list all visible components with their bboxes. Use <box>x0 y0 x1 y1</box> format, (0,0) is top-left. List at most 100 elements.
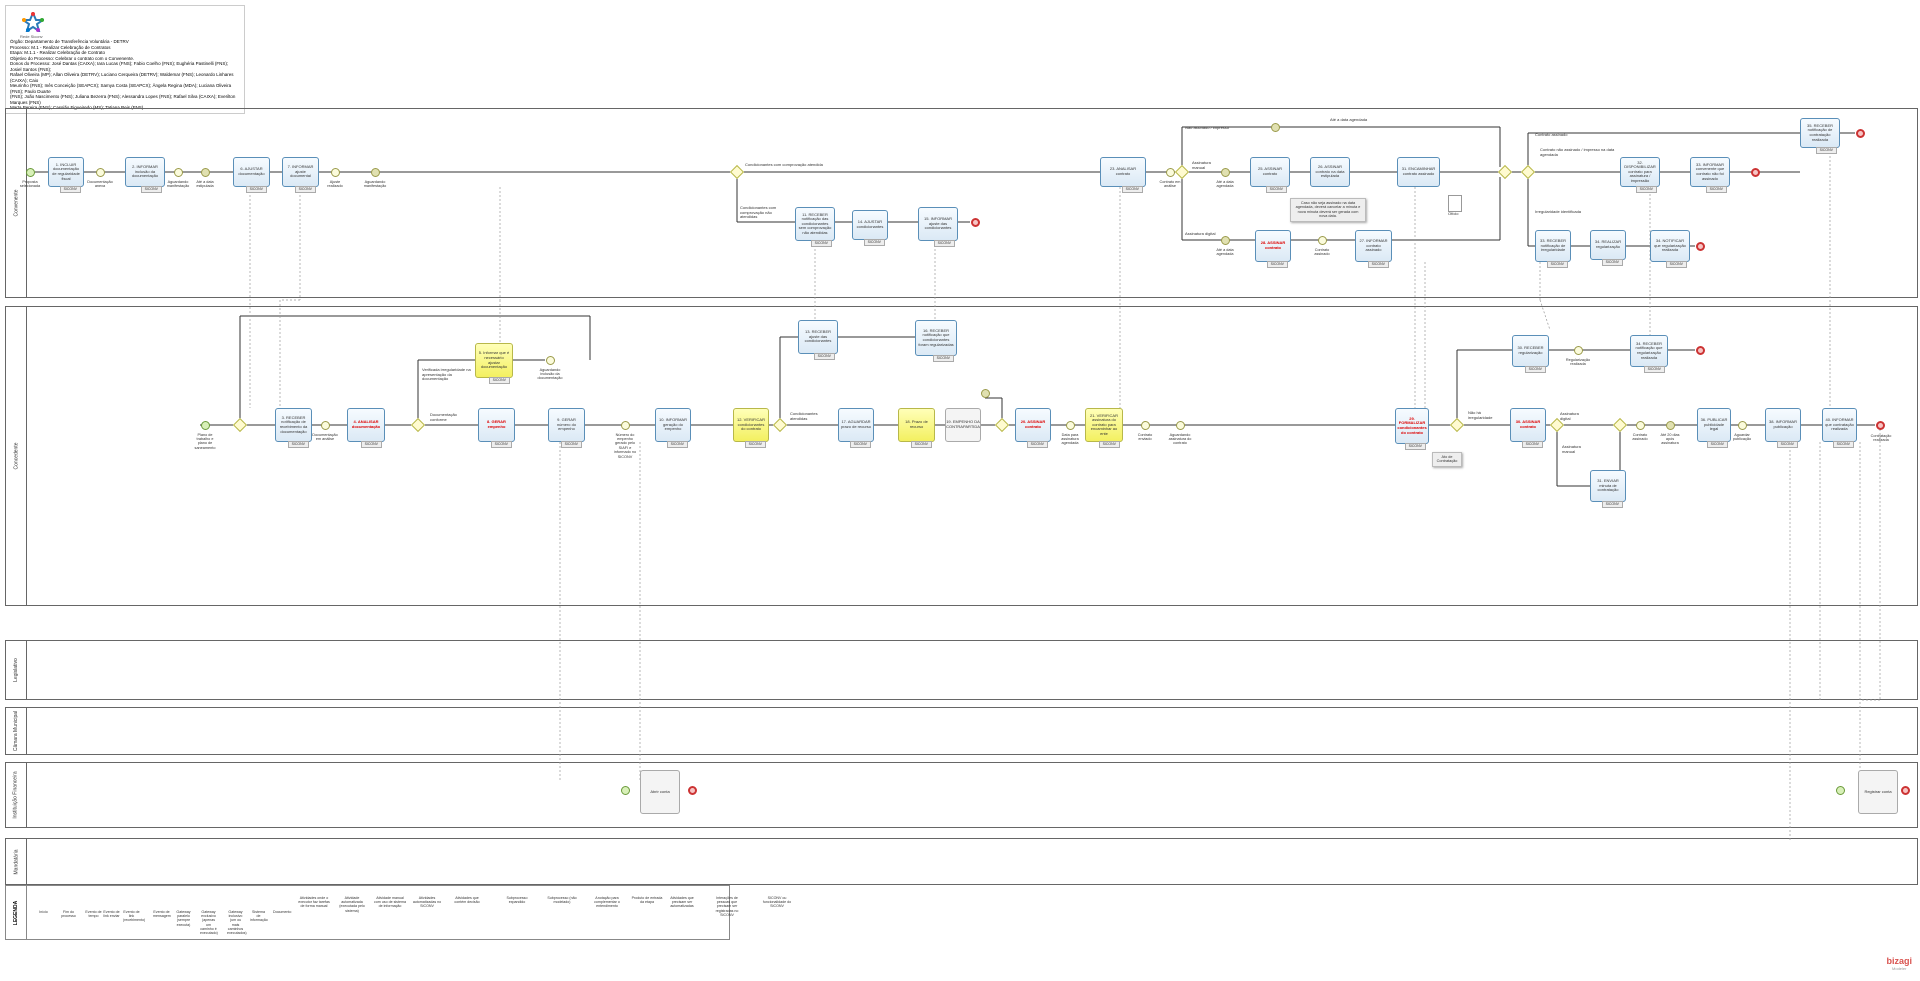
event-label: Contrato assinado <box>1314 247 1330 256</box>
task-19[interactable]: 3. RECEBER notificação de recebimento da… <box>275 408 312 448</box>
event-label: Aguardando manifestação <box>166 179 190 188</box>
task-13[interactable]: 35. RECEBER notificação de contratação r… <box>1800 118 1840 154</box>
event-label: Proposta selecionada <box>19 179 41 188</box>
task-14[interactable]: 32. DISPONIBILIZAR contrato para assinat… <box>1620 157 1660 193</box>
system-tag: SICONV <box>863 239 885 246</box>
task-33[interactable]: 29. FORMALIZAR condicionantes do contrat… <box>1395 408 1429 450</box>
task-label: 17. AGUARDAR prazo de recurso <box>841 419 872 429</box>
task-25[interactable]: 12. VERIFICAR condicionantes do contrato… <box>733 408 769 448</box>
task-15[interactable]: 33. INFORMAR convenente que contrato não… <box>1690 157 1730 193</box>
task-label: 30. RECEBER regularização <box>1517 345 1544 355</box>
task-41[interactable]: Abrir conta <box>640 770 680 814</box>
system-tag: SICONV <box>1643 366 1665 373</box>
legend-item: Documento <box>273 910 292 914</box>
end-event <box>1695 345 1705 355</box>
flow-label: Documentação conforme <box>430 412 457 422</box>
event-label: Documentação em análise <box>312 432 338 441</box>
pool-label: Mandatária <box>6 839 27 884</box>
end-event <box>687 785 697 795</box>
task-32[interactable]: 21. VERIFICAR assinatura do contrato par… <box>1085 408 1123 448</box>
legend-item: Atividades onde o executor faz tarefas d… <box>298 896 330 909</box>
task-label: 34. NOTIFICAR que regularização realizad… <box>1654 238 1686 253</box>
task-label: 8. GERAR empenho <box>487 419 506 429</box>
system-tag: SICONV <box>1705 186 1727 193</box>
legend-item: Evento de link enviar <box>103 910 120 919</box>
legend-title: LEGENDA <box>13 900 20 925</box>
task-4[interactable]: 11. RECEBER notificação das condicionant… <box>795 207 835 247</box>
legend-item: Atividades que precisam ser automatizada… <box>670 896 694 909</box>
intermediate-event: Aguardando manifestação <box>167 167 189 188</box>
task-27[interactable]: 16. RECEBER notificação que condicionant… <box>915 320 957 362</box>
task-label: 30. ASSINAR contrato <box>1515 419 1541 429</box>
task-label: 25. ASSINAR contrato <box>1257 166 1282 176</box>
flow-label: Condicionantes com comprovação não atend… <box>740 205 777 220</box>
event-label: Aguardar publicação <box>1732 432 1752 441</box>
flow-label: Contrato não assinado / impresso na data… <box>1540 147 1615 157</box>
legend-item: Atividades que contém decisão <box>454 896 480 905</box>
task-30[interactable]: 19. EMPENHO DA CONTRAPARTIDA <box>945 408 981 442</box>
task-21[interactable]: 5. Informar que é necessário ajustar doc… <box>475 343 513 384</box>
system-tag: SICONV <box>245 186 267 193</box>
legend-item: Gateway paralelo (sempre executa) <box>176 910 191 927</box>
header-line: Objetivo do Processo: Celebrar o contrat… <box>10 55 135 61</box>
pool-label: Câmara Municipal <box>6 708 27 754</box>
system-tag: SICONV <box>1601 501 1623 508</box>
header-line: Processo: M.1 - Realizar Celebração de C… <box>10 44 111 50</box>
system-tag: SICONV <box>1546 261 1568 268</box>
task-label: 15. INFORMAR ajuste das condicionantes <box>923 216 952 231</box>
task-label: 18. Prazo de recurso <box>905 419 928 429</box>
flow-label: Contrato assinado <box>1535 132 1568 137</box>
system-tag: SICONV <box>560 441 582 448</box>
start-event <box>620 785 630 795</box>
task-label: 3. RECEBER notificação de recebimento da… <box>279 414 308 434</box>
legend-item: Gateway exclusivo (apenas um caminho é e… <box>200 910 218 936</box>
task-42[interactable]: Registrar conta <box>1858 770 1898 814</box>
event-label: Aguardando inclusão da documentação <box>537 367 563 381</box>
task-9[interactable]: 26. ASSINAR contrato na data estipulada <box>1310 157 1350 187</box>
task-18[interactable]: 34. NOTIFICAR que regularização realizad… <box>1650 230 1690 268</box>
task-10[interactable]: 31. ENCAMINHAR contrato assinado <box>1397 157 1440 187</box>
flow-label: Não há irregularidade <box>1468 410 1493 420</box>
task-label: 27. INFORMAR contrato assinado <box>1359 238 1388 253</box>
legend-item: Interações de pessoas que precisam ser r… <box>715 896 739 917</box>
system-tag: SICONV <box>1524 366 1546 373</box>
task-label: 23. ANALISAR contrato <box>1109 166 1137 176</box>
task-0[interactable]: 1. INCLUIR documentação de regularidade … <box>48 157 84 193</box>
start-event: Plano de trabalho e plano de saneamento <box>195 420 215 450</box>
system-tag: SICONV <box>1098 441 1120 448</box>
flow-label: Verificada irregularidade na apresentaçã… <box>422 367 471 382</box>
task-label: Registrar conta <box>1864 788 1892 794</box>
task-36[interactable]: 34. RECEBER notificação que regularizaçã… <box>1630 335 1668 373</box>
system-tag: SICONV <box>1776 441 1798 448</box>
task-16[interactable]: 33. RECEBER notificação de irregularidad… <box>1535 230 1571 268</box>
system-tag: SICONV <box>287 441 309 448</box>
event-label: Contrato assinado <box>1632 432 1648 441</box>
intermediate-event: Documentação em análise <box>312 420 338 441</box>
flow-label: Condicionantes atendidas <box>790 411 818 421</box>
